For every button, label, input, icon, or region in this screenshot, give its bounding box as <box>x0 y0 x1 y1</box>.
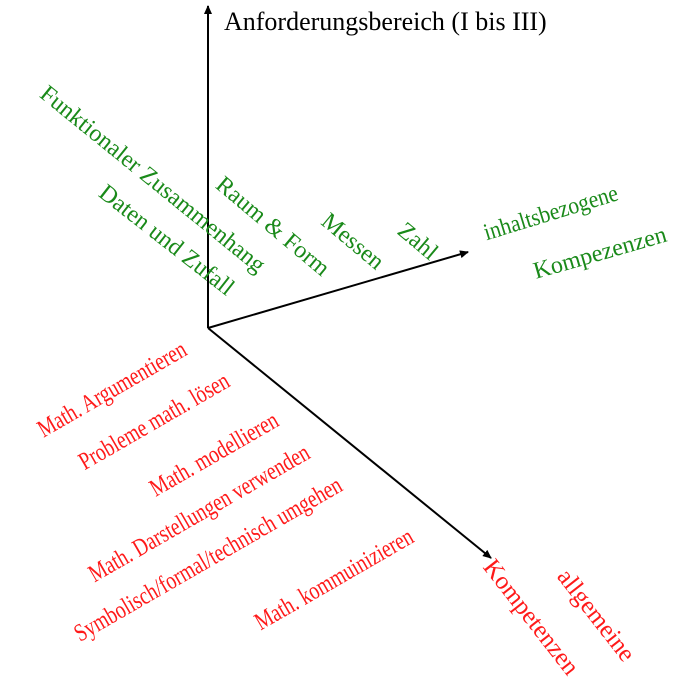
content-axis <box>207 250 469 329</box>
content-axis-label: Kompezenzen <box>531 222 670 285</box>
general-axis <box>207 327 492 559</box>
content-axis-label: inhaltsbezogene <box>480 180 621 246</box>
general-item: Math. kommuinizieren <box>250 522 419 635</box>
content-item: Zahl <box>392 218 443 266</box>
vertical-axis-label: Anforderungsbereich (I bis III) <box>224 7 547 36</box>
